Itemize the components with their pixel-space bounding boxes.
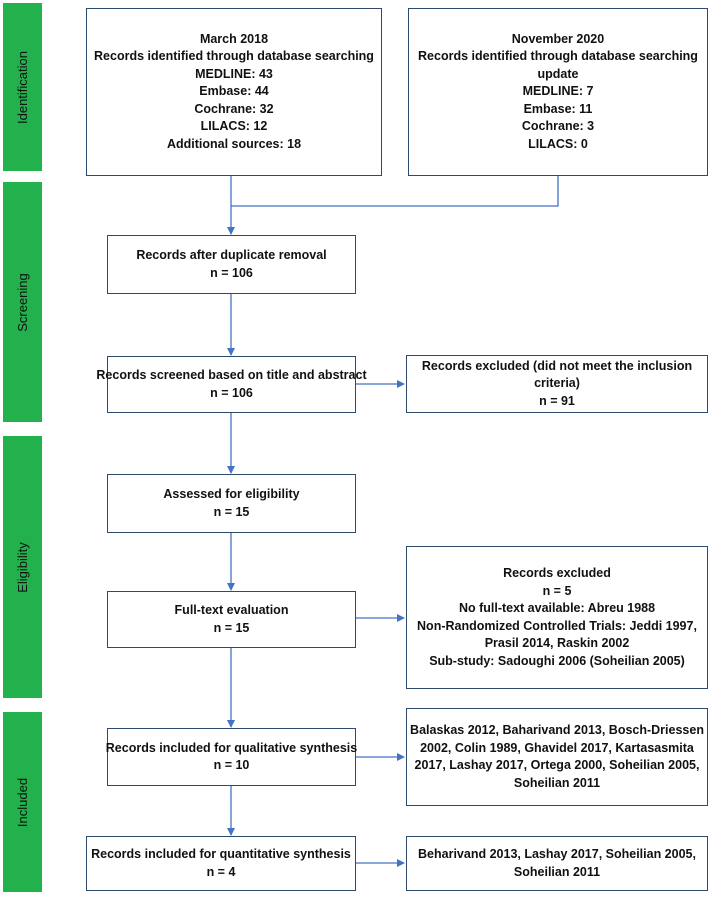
quantitative-line-1: n = 4	[206, 864, 236, 879]
nov-line-4: Embase: 11	[523, 101, 593, 116]
march-line-6: Additional sources: 18	[166, 136, 302, 151]
nov-line-6: LILACS: 0	[528, 136, 588, 151]
qualitative-line-1: n = 10	[213, 758, 250, 772]
excluded-fulltext-line-2: No full-text available: Abreu 1988	[458, 601, 656, 615]
march-line-4: Cochrane: 32	[194, 101, 274, 116]
march-line-3: Embase: 44	[199, 84, 269, 99]
duplicates-line-1: n = 106	[210, 265, 253, 280]
excluded-fulltext-line-3: Non-Randomized Controlled Trials: Jeddi …	[417, 618, 697, 633]
box-records-screened: Records screened based on title and abst…	[96, 356, 367, 413]
qualitative-line-0: Records included for qualitative synthes…	[105, 740, 358, 755]
excluded-screen-line-1: criteria)	[534, 376, 580, 391]
phase-identification: Identification	[3, 3, 42, 171]
phase-included: Included	[3, 712, 42, 892]
excluded-fulltext-line-5: Sub-study: Sadoughi 2006 (Soheilian 2005…	[429, 653, 685, 668]
phase-screening: Screening	[3, 182, 42, 422]
march-line-2: MEDLINE: 43	[195, 66, 273, 81]
excluded-fulltext-line-1: n = 5	[542, 583, 572, 598]
nov-line-0: November 2020	[511, 31, 605, 46]
nov-line-1: Records identified through database sear…	[418, 49, 698, 64]
box-qualitative-studies: Balaskas 2012, Baharivand 2013, Bosch-Dr…	[406, 708, 708, 806]
screened-line-0: Records screened based on title and abst…	[96, 368, 367, 382]
march-line-5: LILACS: 12	[200, 119, 268, 134]
qualitative-list-line-3: Soheilian 2011	[513, 775, 601, 790]
excluded-screen-line-0: Records excluded (did not meet the inclu…	[421, 358, 693, 373]
qualitative-list-line-1: 2002, Colin 1989, Ghavidel 2017, Kartasa…	[420, 740, 694, 755]
fulltext-line-0: Full-text evaluation	[174, 603, 289, 617]
box-assessed-eligibility: Assessed for eligibility n = 15	[107, 474, 356, 533]
box-excluded-screening: Records excluded (did not meet the inclu…	[406, 355, 708, 413]
march-line-1: Records identified through database sear…	[94, 49, 374, 64]
assessed-line-1: n = 15	[213, 504, 250, 519]
box-excluded-fulltext: Records excluded n = 5 No full-text avai…	[406, 546, 708, 689]
box-november-2020: November 2020 Records identified through…	[408, 8, 708, 176]
quantitative-line-0: Records included for quantitative synthe…	[91, 847, 351, 861]
box-fulltext-evaluation: Full-text evaluation n = 15	[107, 591, 356, 648]
phase-eligibility: Eligibility	[3, 436, 42, 698]
box-quantitative-synthesis: Records included for quantitative synthe…	[86, 836, 356, 891]
screened-line-1: n = 106	[210, 385, 253, 400]
qualitative-list-line-2: 2017, Lashay 2017, Ortega 2000, Soheilia…	[414, 758, 700, 772]
march-line-0: March 2018	[199, 31, 269, 46]
box-qualitative-synthesis: Records included for qualitative synthes…	[105, 728, 358, 786]
assessed-line-0: Assessed for eligibility	[163, 487, 300, 501]
excluded-screen-line-2: n = 91	[539, 393, 575, 408]
box-march-2018: March 2018 Records identified through da…	[86, 8, 382, 176]
fulltext-line-1: n = 15	[213, 620, 250, 635]
quantitative-list-line-1: Soheilian 2011	[513, 864, 601, 879]
box-duplicate-removal: Records after duplicate removal n = 106	[107, 235, 356, 294]
quantitative-list-line-0: Beharivand 2013, Lashay 2017, Soheilian …	[418, 847, 696, 861]
nov-line-5: Cochrane: 3	[521, 119, 595, 134]
connector-nov-down	[231, 176, 559, 207]
nov-line-2: update	[537, 66, 579, 81]
excluded-fulltext-line-0: Records excluded	[503, 566, 611, 580]
qualitative-list-line-0: Balaskas 2012, Baharivand 2013, Bosch-Dr…	[410, 723, 704, 737]
box-quantitative-studies: Beharivand 2013, Lashay 2017, Soheilian …	[406, 836, 708, 891]
nov-line-3: MEDLINE: 7	[522, 84, 594, 99]
duplicates-line-0: Records after duplicate removal	[136, 248, 327, 262]
excluded-fulltext-line-4: Prasil 2014, Raskin 2002	[484, 636, 630, 650]
